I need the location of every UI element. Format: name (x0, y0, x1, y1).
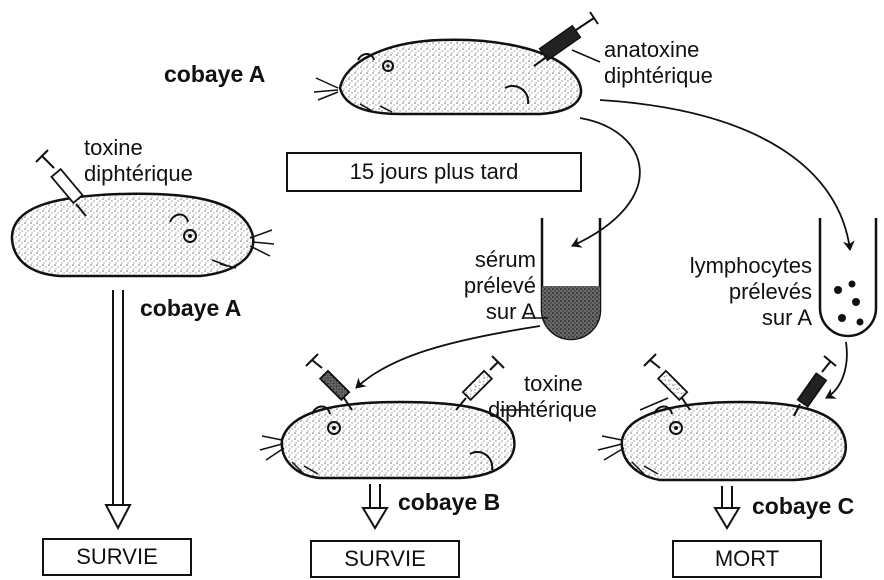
outcome-b-label: SURVIE (344, 546, 426, 572)
guinea-pig-a-left (12, 194, 274, 276)
outcome-a-label: SURVIE (76, 544, 158, 570)
label-anatoxine-line1: anatoxine (604, 38, 699, 62)
label-anatoxine-line2: diphtérique (604, 64, 713, 88)
label-cobaye-c: cobaye C (752, 494, 854, 518)
double-arrow-a (106, 290, 130, 528)
double-arrow-b (363, 484, 387, 528)
label-cobaye-a-top: cobaye A (164, 62, 265, 86)
label-toxine-left-line2: diphtérique (84, 162, 193, 186)
outcome-c-box: MORT (672, 540, 822, 578)
arrow-to-lymphocytes (600, 100, 850, 250)
label-lympho-line3: sur A (612, 306, 812, 330)
outcome-c-label: MORT (715, 546, 779, 572)
delay-label: 15 jours plus tard (350, 159, 519, 185)
syringe-toxine-c-icon (644, 354, 690, 410)
label-serum-line2: prélevé (420, 274, 536, 298)
guinea-pig-b (260, 402, 514, 478)
double-arrow-c (715, 486, 739, 528)
syringe-serum-b-icon (306, 354, 352, 410)
delay-box: 15 jours plus tard (286, 152, 582, 192)
label-lympho-line2: prélevés (612, 280, 812, 304)
label-cobaye-a-left: cobaye A (140, 296, 241, 320)
label-serum-line1: sérum (420, 248, 536, 272)
arrow-to-serum (572, 118, 640, 246)
label-lympho-line1: lymphocytes (612, 254, 812, 278)
arrow-serum-to-b (356, 326, 540, 388)
label-serum-line3: sur A (420, 300, 536, 324)
outcome-b-box: SURVIE (310, 540, 460, 578)
arrow-lymphocytes-to-c (826, 342, 847, 398)
label-toxine-mid-line1: toxine (524, 372, 583, 396)
guinea-pig-c (598, 402, 846, 480)
label-toxine-mid-line2: diphtérique (488, 398, 597, 422)
label-cobaye-b: cobaye B (398, 490, 500, 514)
label-toxine-left-line1: toxine (84, 136, 143, 160)
outcome-a-box: SURVIE (42, 538, 192, 576)
